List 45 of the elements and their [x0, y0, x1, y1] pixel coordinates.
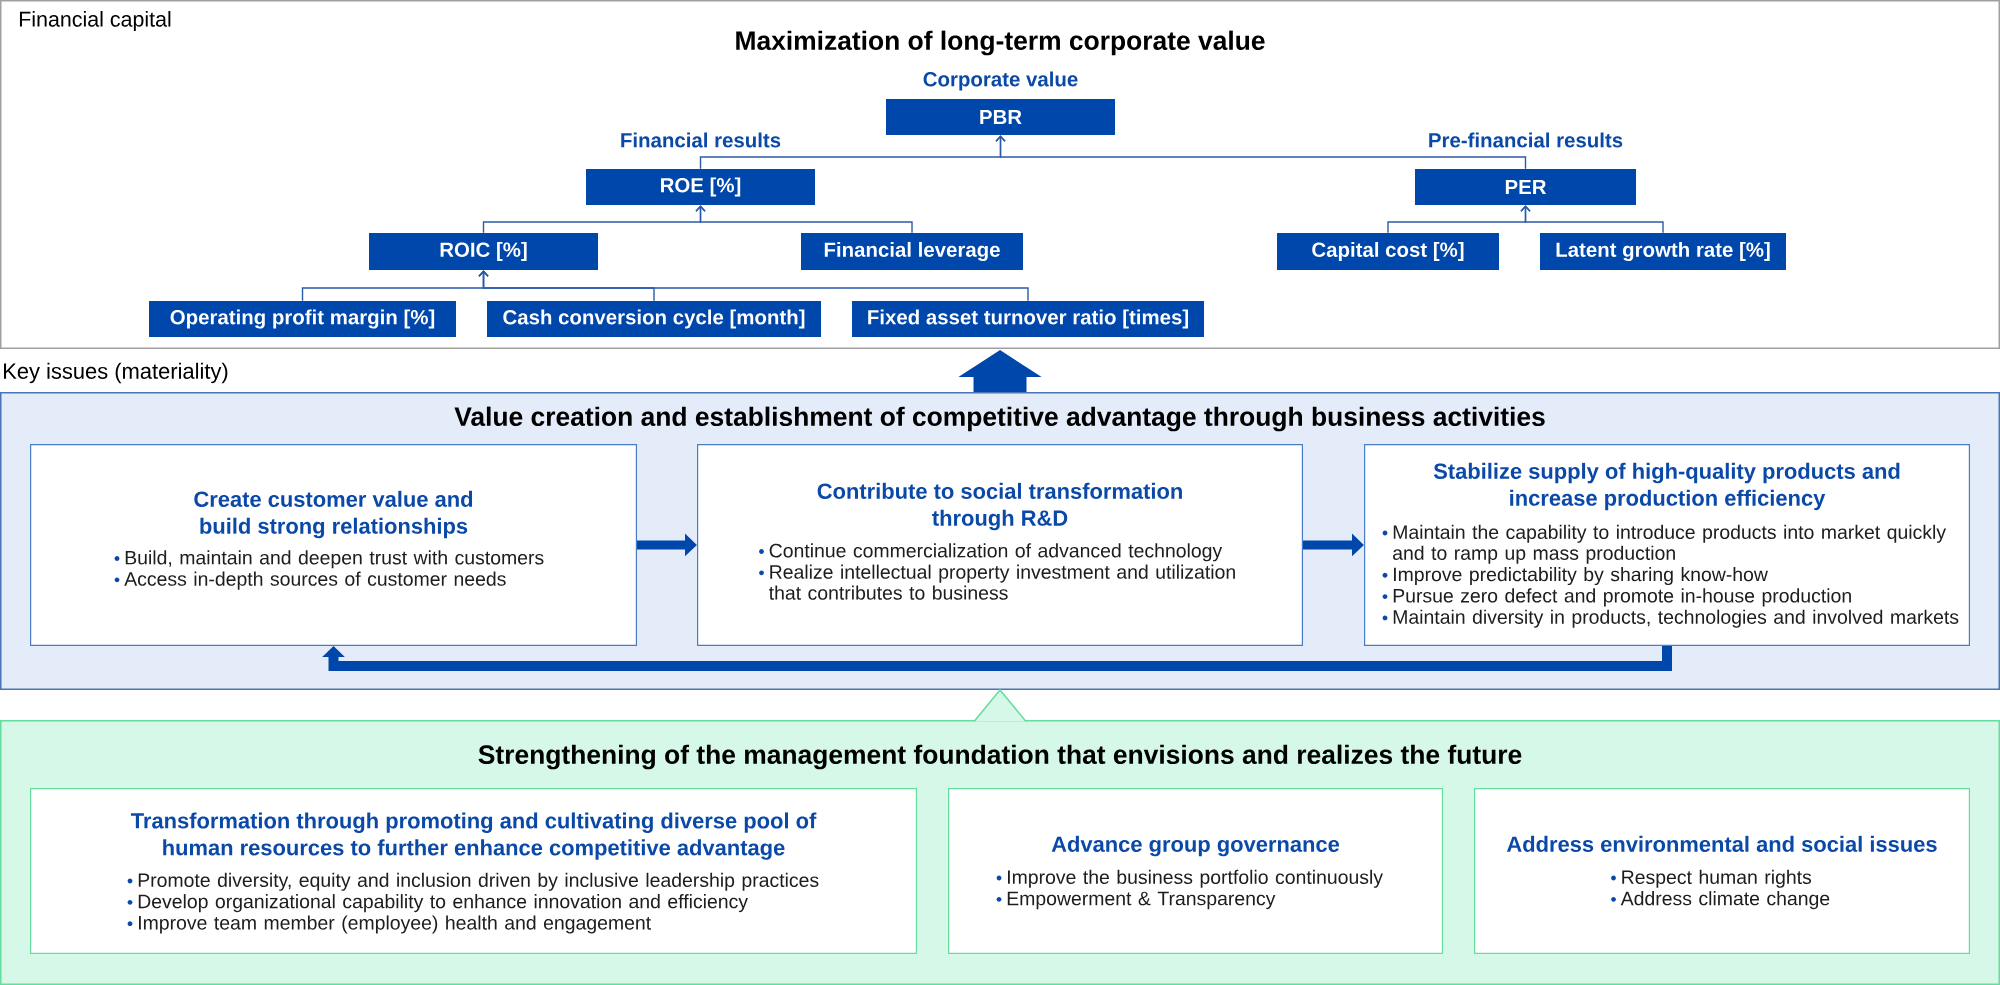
- bullet-text: Improve predictability by sharing know-how: [1394, 567, 1768, 586]
- card-heading: Create customer value and build strong relationships: [194, 490, 473, 539]
- pointer-wedge: [973, 688, 1027, 723]
- metric-box: Fixed asset turnover ratio [times]: [852, 301, 1204, 337]
- metric-box: Operating profit margin [%]: [149, 301, 456, 337]
- bullet-text: Continue commercialization of advanced technology: [769, 543, 1223, 562]
- bullet-text: Respect human rights: [1622, 869, 1812, 888]
- bullet-text: Promote diversity, equity and inclusion driven by inclusive leadership practices: [138, 872, 819, 891]
- metric-box: Latent growth rate [%]: [1540, 233, 1786, 270]
- panel-title: Value creation and establishment of competitive advantage through business activities: [454, 406, 1545, 432]
- bullet-text: Maintain the capability to introduce products into market quickly and to ramp up mass production: [1393, 524, 1946, 564]
- bullet-text: Build, maintain and deepen trust with customers: [125, 550, 544, 569]
- metric-box: ROE [%]: [586, 169, 815, 205]
- card-heading: Stabilize supply of high-quality products and increase production efficiency: [1433, 462, 1900, 511]
- group-label: Corporate value: [923, 71, 1078, 91]
- card-heading: Transformation through promoting and cultivating diverse pool of human resources to further enhance competitive advantage: [131, 812, 817, 860]
- panel-title: Maximization of long-term corporate value: [736, 30, 1265, 56]
- bullet-text: Develop organizational capability to enhance innovation and efficiency: [138, 894, 748, 913]
- connector-line: [995, 135, 1527, 170]
- metric-box: ROIC [%]: [369, 233, 598, 270]
- bullet-text: Improve the business portfolio continuously: [1008, 869, 1383, 888]
- section-heading: Key issues (materiality): [4, 362, 228, 384]
- bullet-text: Pursue zero defect and promote in-house production: [1393, 588, 1851, 607]
- metric-box: PBR: [886, 99, 1115, 135]
- return-arrow: [322, 646, 1672, 671]
- card-heading: Advance group governance: [1051, 835, 1340, 857]
- group-label: Pre-financial results: [1429, 132, 1623, 148]
- bullet-text: Address climate change: [1620, 891, 1830, 910]
- metric-box: Capital cost [%]: [1277, 233, 1499, 270]
- bullet-text: Access in-depth sources of customer needs: [124, 571, 506, 590]
- bullet-text: Maintain diversity in products, technologies and involved markets: [1393, 609, 1959, 628]
- metric-box: PER: [1415, 169, 1636, 205]
- card-heading: Contribute to social transformation through R&D: [817, 482, 1182, 531]
- group-label: Financial results: [621, 132, 781, 148]
- connector-line: [1520, 205, 1664, 234]
- connector-line: [478, 270, 1029, 302]
- connector-line: [695, 205, 913, 234]
- metric-box: Cash conversion cycle [month]: [487, 301, 821, 337]
- section-heading: Financial capital: [19, 11, 171, 31]
- card-heading: Address environmental and social issues: [1506, 835, 1937, 852]
- panel-title: Strengthening of the management foundation that envisions and realizes the future: [478, 744, 1522, 770]
- bullet-text: Improve team member (employee) health and engagement: [139, 915, 651, 934]
- bullet-text: Empowerment & Transparency: [1007, 891, 1276, 910]
- metric-box: Financial leverage: [801, 233, 1023, 270]
- bullet-text: Realize intellectual property investment and utilization that contributes to business: [769, 564, 1235, 600]
